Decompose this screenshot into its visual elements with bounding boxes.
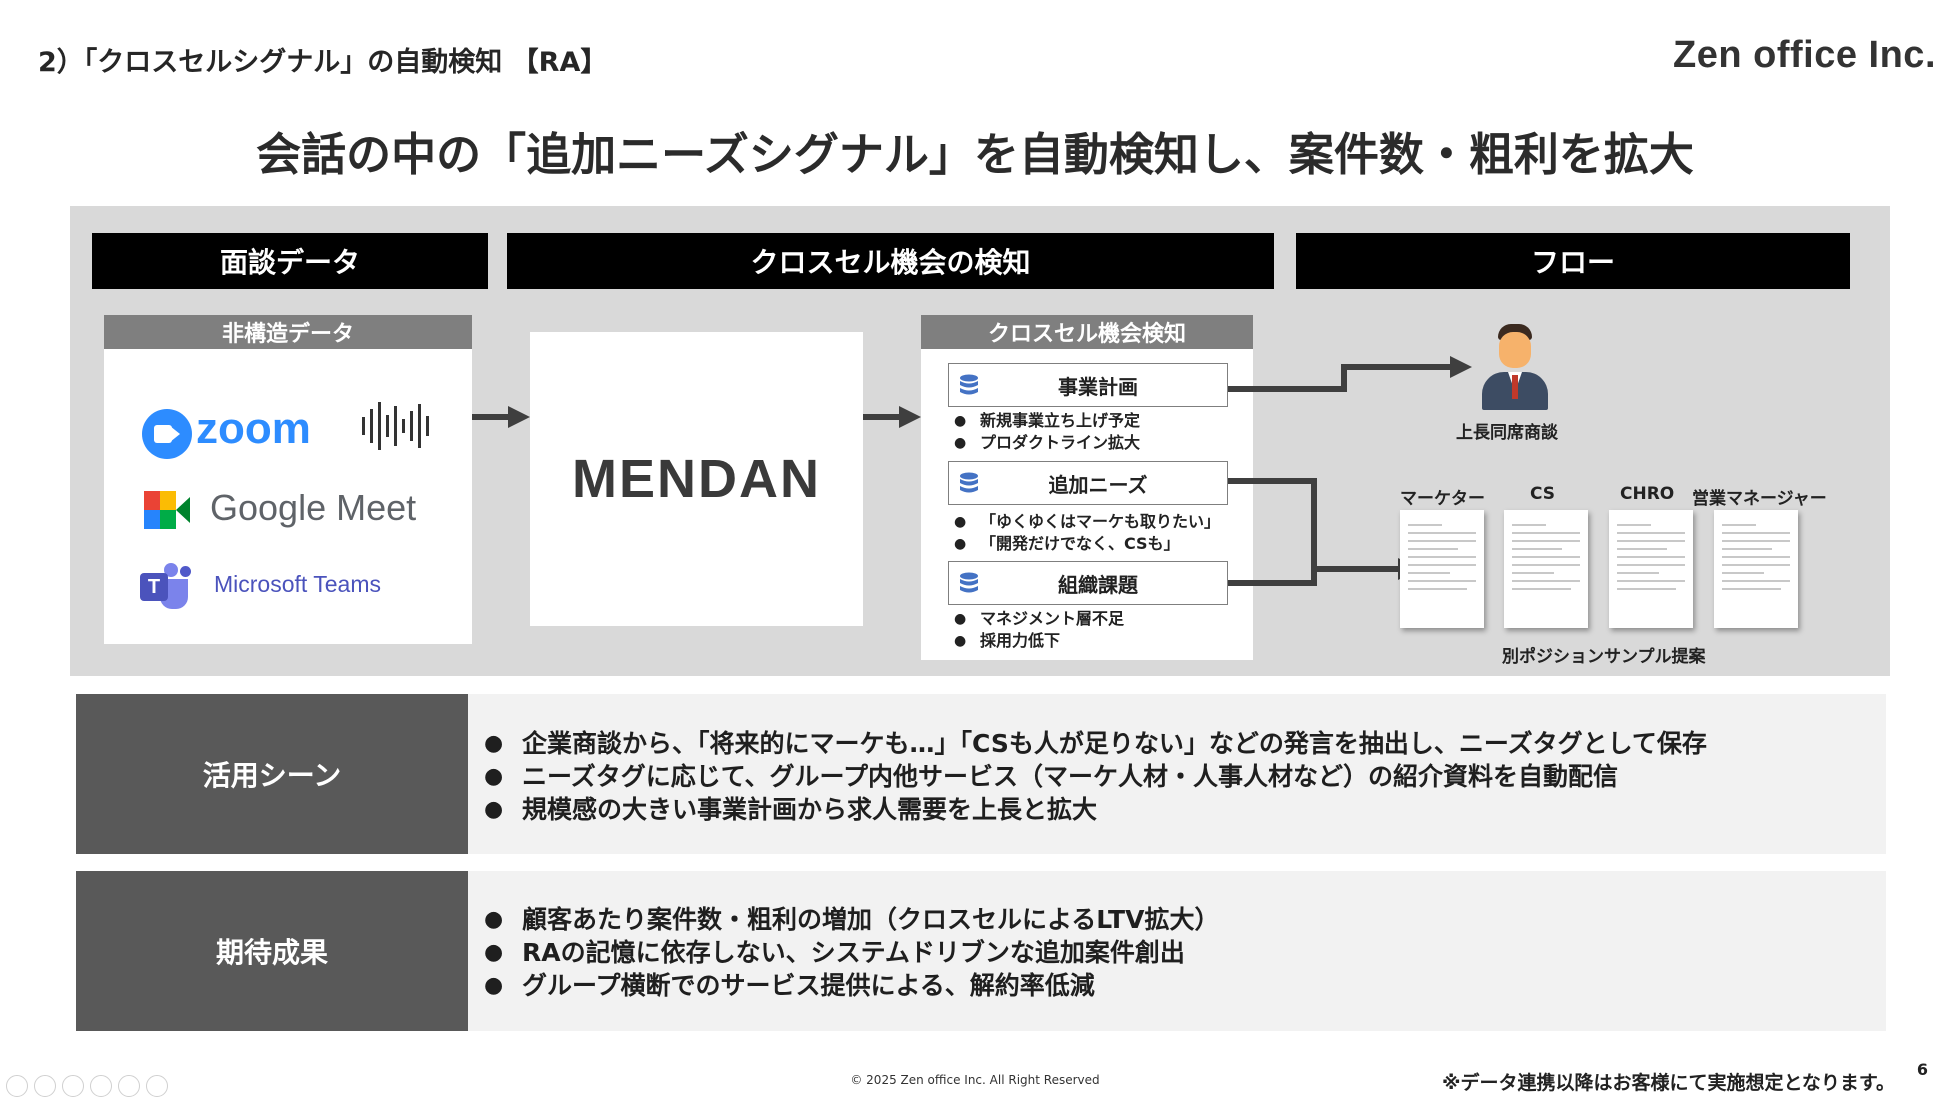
zoom-icon: [142, 409, 192, 459]
column-header-flow: フロー: [1296, 233, 1850, 289]
detection-item-org-issues: 組織課題: [948, 561, 1228, 605]
section-title: 2）「クロスセルシグナル」の自動検知 【RA】: [38, 40, 607, 79]
detection-item-bullets: 「ゆくゆくはマーケも取りたい」 「開発だけでなく、CSも」: [948, 511, 1220, 555]
position-label-cs: CS: [1530, 484, 1555, 504]
sample-document: [1714, 510, 1798, 628]
database-icon: [949, 572, 989, 594]
mendan-box: MENDAN: [530, 332, 863, 626]
column-header-crosssell-detection: クロスセル機会の検知: [507, 233, 1274, 289]
arrow-to-detection-head: [899, 406, 921, 428]
position-label-sales-manager: 営業マネージャー: [1692, 484, 1827, 509]
footnote: ※データ連携以降はお客様にて実施想定となります。: [1442, 1068, 1895, 1095]
sample-document: [1400, 510, 1484, 628]
expected-results-label: 期待成果: [76, 871, 468, 1031]
page-number: 6: [1917, 1060, 1928, 1079]
sound-wave-icon: [362, 401, 429, 451]
manager-person-icon: [1478, 322, 1550, 410]
arrow-to-mendan-line: [472, 414, 510, 420]
use-scene-label: 活用シーン: [76, 694, 468, 854]
company-name: Zen office Inc.: [1673, 34, 1936, 77]
expected-results-bullets: 顧客あたり案件数・粗利の増加（クロスセルによるLTV拡大） RAの記憶に依存しな…: [480, 903, 1219, 1002]
detection-item-label: 事業計画: [989, 371, 1227, 400]
expected-results-bullet: グループ横断でのサービス提供による、解約率低減: [480, 969, 1219, 1002]
proposal-label: 別ポジションサンプル提案: [1502, 642, 1706, 667]
slide-headline: 会話の中の「追加ニーズシグナル」を自動検知し、案件数・粗利を拡大: [0, 118, 1950, 183]
microsoft-teams-icon: T: [138, 561, 194, 611]
detection-item-additional-needs: 追加ニーズ: [948, 461, 1228, 505]
position-label-chro: CHRO: [1620, 484, 1674, 504]
detection-bullet: プロダクトライン拡大: [948, 432, 1140, 454]
detection-item-business-plan: 事業計画: [948, 363, 1228, 407]
detection-bullet: 「開発だけでなく、CSも」: [948, 533, 1220, 555]
detection-header: クロスセル機会検知: [921, 315, 1253, 349]
detection-bullet: 「ゆくゆくはマーケも取りたい」: [948, 511, 1220, 533]
google-meet-icon: [144, 491, 190, 529]
arrow-to-detection-line: [863, 414, 901, 420]
use-scene-bullet: 規模感の大きい事業計画から求人需要を上長と拡大: [480, 793, 1707, 826]
detection-bullet: 新規事業立ち上げ予定: [948, 410, 1140, 432]
use-scene-bullet: ニーズタグに応じて、グループ内他サービス（マーケ人材・人事人材など）の紹介資料を…: [480, 760, 1707, 793]
position-label-marketer: マーケター: [1400, 484, 1485, 509]
use-scene-bullet: 企業商談から、「将来的にマーケも…」「CSも人が足りない」などの発言を抽出し、ニ…: [480, 727, 1707, 760]
detection-item-label: 追加ニーズ: [989, 469, 1227, 498]
google-meet-logo-text: Google Meet: [210, 487, 416, 529]
boss-meeting-label: 上長同席商談: [1456, 418, 1558, 443]
sample-document: [1609, 510, 1693, 628]
detection-bullet: 採用力低下: [948, 630, 1124, 652]
unstructured-data-header: 非構造データ: [104, 315, 472, 349]
unstructured-data-box: zoom Google Meet T Microsoft Teams: [104, 349, 472, 644]
detection-item-label: 組織課題: [989, 569, 1227, 598]
microsoft-teams-logo-text: Microsoft Teams: [214, 571, 381, 598]
expected-results-bullet: RAの記憶に依存しない、システムドリブンな追加案件創出: [480, 936, 1219, 969]
use-scene-bullets: 企業商談から、「将来的にマーケも…」「CSも人が足りない」などの発言を抽出し、ニ…: [480, 727, 1707, 826]
detection-item-bullets: マネジメント層不足 採用力低下: [948, 608, 1124, 652]
column-header-interview-data: 面談データ: [92, 233, 488, 289]
expected-results-bullet: 顧客あたり案件数・粗利の増加（クロスセルによるLTV拡大）: [480, 903, 1219, 936]
arrow-to-mendan-head: [508, 406, 530, 428]
detection-bullet: マネジメント層不足: [948, 608, 1124, 630]
database-icon: [949, 472, 989, 494]
mendan-logo: MENDAN: [572, 448, 821, 510]
zoom-logo-text: zoom: [196, 404, 311, 454]
database-icon: [949, 374, 989, 396]
detection-item-bullets: 新規事業立ち上げ予定 プロダクトライン拡大: [948, 410, 1140, 454]
sample-document: [1504, 510, 1588, 628]
